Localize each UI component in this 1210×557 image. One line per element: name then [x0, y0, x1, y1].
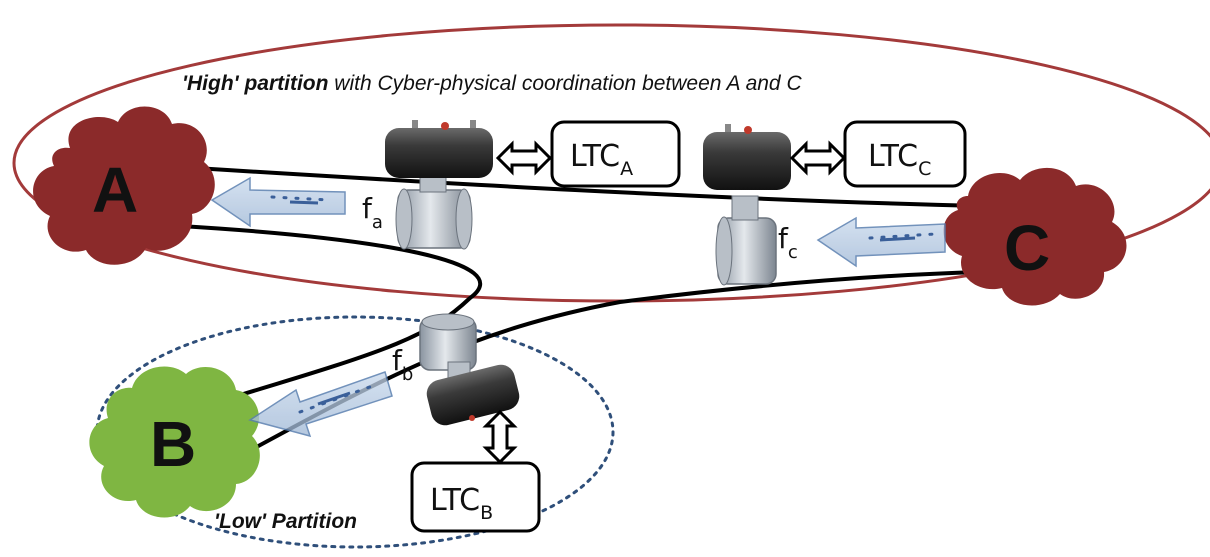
valve-b — [419, 313, 477, 383]
high-partition-caption-bold: 'High' partition — [182, 72, 328, 95]
flow-arrow-icon — [816, 216, 946, 268]
flow-b-main: f — [392, 344, 403, 377]
high-partition-caption: 'High' partition with Cyber-physical coo… — [182, 72, 802, 95]
actuator-icon — [426, 364, 520, 426]
flow-arrow-b — [248, 371, 393, 438]
ltc-c-label: LTC — [868, 139, 918, 174]
actuator-c — [703, 124, 791, 190]
double-arrow-icon — [495, 140, 553, 176]
ltc-a-subscript: A — [620, 158, 633, 180]
low-partition-caption: 'Low' Partition — [214, 510, 357, 533]
ltc-a-box: LTCA — [550, 120, 681, 188]
high-partition-caption-rest: with Cyber-physical coordination between… — [328, 72, 802, 95]
double-arrow-icon — [789, 140, 847, 176]
actuator-a — [385, 120, 493, 178]
node-b-label: B — [150, 408, 196, 480]
valve-c — [715, 195, 777, 286]
pipe-a-c — [194, 166, 986, 208]
node-c: C — [943, 167, 1127, 306]
flow-arrow-a — [210, 176, 346, 228]
flow-c-subscript: c — [788, 242, 798, 263]
node-c-label: C — [1004, 212, 1050, 284]
flow-a-subscript: a — [372, 212, 383, 233]
flow-b-label: fb — [392, 344, 413, 385]
svg-text:LTCC: LTCC — [868, 139, 931, 180]
valve-a — [395, 175, 473, 250]
ltc-b-label: LTC — [430, 483, 480, 518]
node-a-label: A — [92, 154, 138, 226]
ltc-c-box: LTCC — [843, 120, 967, 188]
flow-c-label: fc — [778, 222, 798, 263]
svg-text:LTCB: LTCB — [430, 483, 493, 524]
node-b: B — [89, 366, 260, 518]
double-arrow-icon — [482, 409, 518, 465]
flow-b-subscript: b — [402, 364, 413, 385]
node-c-cloud — [943, 167, 1127, 306]
double-arrow-b — [482, 409, 518, 465]
ltc-b-subscript: B — [480, 502, 493, 524]
ltc-a-label: LTC — [570, 139, 620, 174]
ltc-c-subscript: C — [918, 158, 931, 180]
actuator-icon — [385, 128, 493, 178]
actuator-b — [426, 364, 520, 426]
node-b-cloud — [89, 366, 260, 518]
svg-text:LTCA: LTCA — [570, 139, 633, 180]
flow-a-label: fa — [362, 192, 383, 233]
flow-c-main: f — [778, 222, 789, 255]
double-arrow-a — [495, 140, 553, 176]
actuator-icon — [703, 132, 791, 190]
double-arrow-c — [789, 140, 847, 176]
node-a-cloud — [33, 106, 215, 265]
ltc-b-box: LTCB — [410, 461, 541, 533]
flow-arrow-icon — [210, 176, 346, 228]
node-a: A — [33, 106, 215, 265]
pipe-a-b — [179, 224, 483, 397]
flow-arrow-c — [816, 216, 946, 268]
flow-a-main: f — [362, 192, 373, 225]
